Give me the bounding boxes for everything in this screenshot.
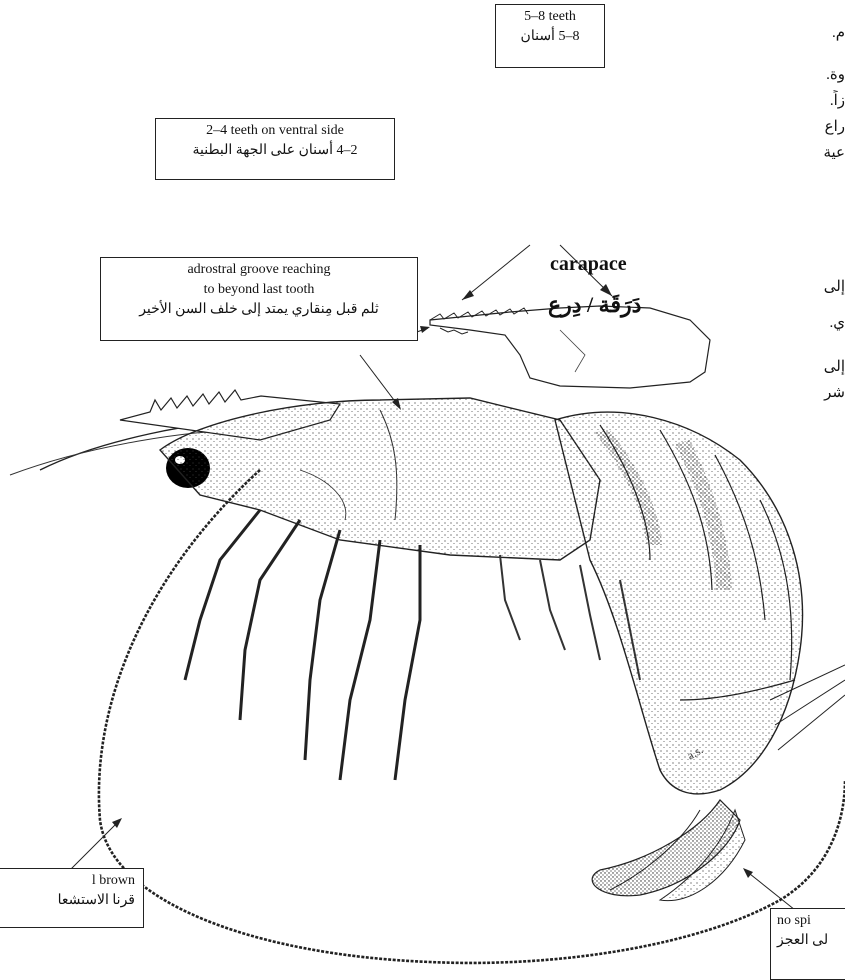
arrow-telson [745, 870, 795, 910]
side-text-7: ي. [817, 312, 845, 334]
side-text-8: إلى [817, 356, 845, 378]
antenna-label: l brown قرنا الاستشعا [0, 868, 144, 928]
adrostral-label-en1: adrostral groove reaching [105, 260, 413, 280]
arrow-teeth-left [462, 245, 530, 300]
side-text-4: راع [807, 116, 845, 138]
side-text-1: م. [815, 22, 845, 44]
side-text-2: وة. [807, 64, 845, 86]
carapace-title-en: carapace [550, 253, 627, 276]
side-text-3: زاً. [807, 90, 845, 112]
antenna-label-ar: قرنا الاستشعا [1, 891, 135, 911]
carapace-title-ar: دَرَقَة / دِرع [548, 292, 641, 318]
ventral-teeth-label-ar: 2–4 أسنان على الجهة البطنية [160, 141, 390, 161]
adrostral-label-en2: to beyond last tooth [105, 280, 413, 300]
teeth-label-en: 5–8 teeth [500, 7, 600, 27]
side-text-5: عية [807, 142, 845, 164]
telson-label: no spi لى العجز [770, 908, 845, 980]
ventral-teeth-label-en: 2–4 teeth on ventral side [160, 121, 390, 141]
telson-label-ar: لى العجز [777, 931, 845, 951]
adrostral-label: adrostral groove reaching to beyond last… [100, 257, 418, 341]
side-text-6: إلى [817, 276, 845, 298]
carapace-detail [430, 306, 710, 388]
ventral-teeth-label: 2–4 teeth on ventral side 2–4 أسنان على … [155, 118, 395, 180]
antenna-label-en: l brown [1, 871, 135, 891]
telson-label-en: no spi [777, 911, 845, 931]
adrostral-label-ar: ثلم قبل مِنقاري يمتد إلى خلف السن الأخير [105, 300, 413, 320]
teeth-label: 5–8 teeth 8–5 أسنان [495, 4, 605, 68]
teeth-label-ar: 8–5 أسنان [500, 27, 600, 47]
side-text-9: شر [813, 382, 845, 404]
